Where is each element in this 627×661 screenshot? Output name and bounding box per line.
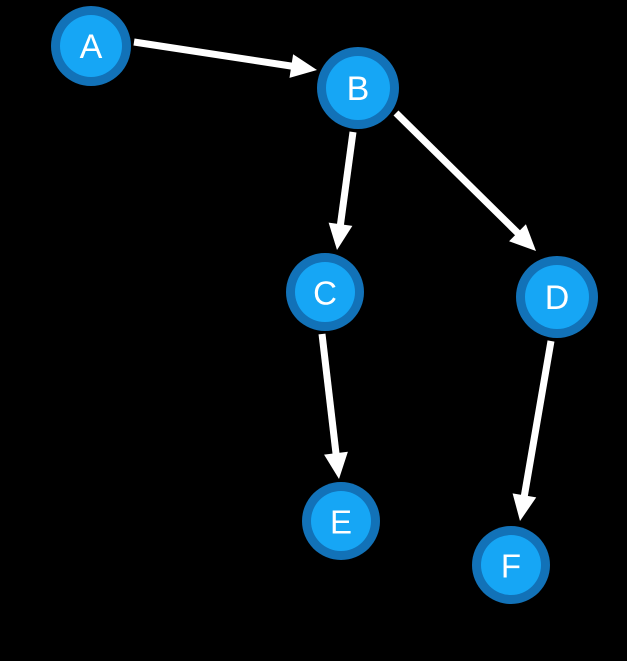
node-core: [60, 15, 122, 77]
arrow-head-icon: [512, 493, 537, 521]
graph-node-a[interactable]: A: [51, 6, 131, 86]
edge-b-d: [393, 110, 536, 251]
nodes-layer: A B C D E F: [51, 6, 598, 604]
node-core: [326, 56, 390, 120]
graph-node-e[interactable]: E: [302, 482, 380, 560]
arrow-head-icon: [324, 451, 348, 479]
node-core: [481, 535, 541, 595]
node-core: [311, 491, 371, 551]
edge-line: [336, 131, 357, 227]
edge-line: [520, 340, 555, 498]
graph-node-d[interactable]: D: [516, 256, 598, 338]
node-label: D: [545, 279, 570, 317]
node-label: C: [313, 275, 337, 312]
node-label: A: [80, 28, 103, 66]
node-label: F: [501, 548, 521, 585]
edge-line: [318, 333, 340, 456]
arrow-head-icon: [328, 222, 353, 250]
node-core: [295, 262, 355, 322]
edge-b-c: [328, 131, 357, 250]
arrow-head-icon: [289, 54, 317, 78]
edges-layer: [133, 38, 555, 521]
graph-node-b[interactable]: B: [317, 47, 399, 129]
graph-node-c[interactable]: C: [286, 253, 364, 331]
arrow-head-icon: [509, 224, 536, 251]
edge-line: [393, 110, 522, 237]
edge-d-f: [512, 340, 555, 521]
node-label: E: [330, 504, 352, 541]
edge-line: [133, 38, 294, 70]
edge-a-b: [133, 38, 317, 78]
node-core: [525, 265, 589, 329]
node-label: B: [347, 70, 370, 108]
graph-node-f[interactable]: F: [472, 526, 550, 604]
edge-c-e: [318, 333, 348, 479]
